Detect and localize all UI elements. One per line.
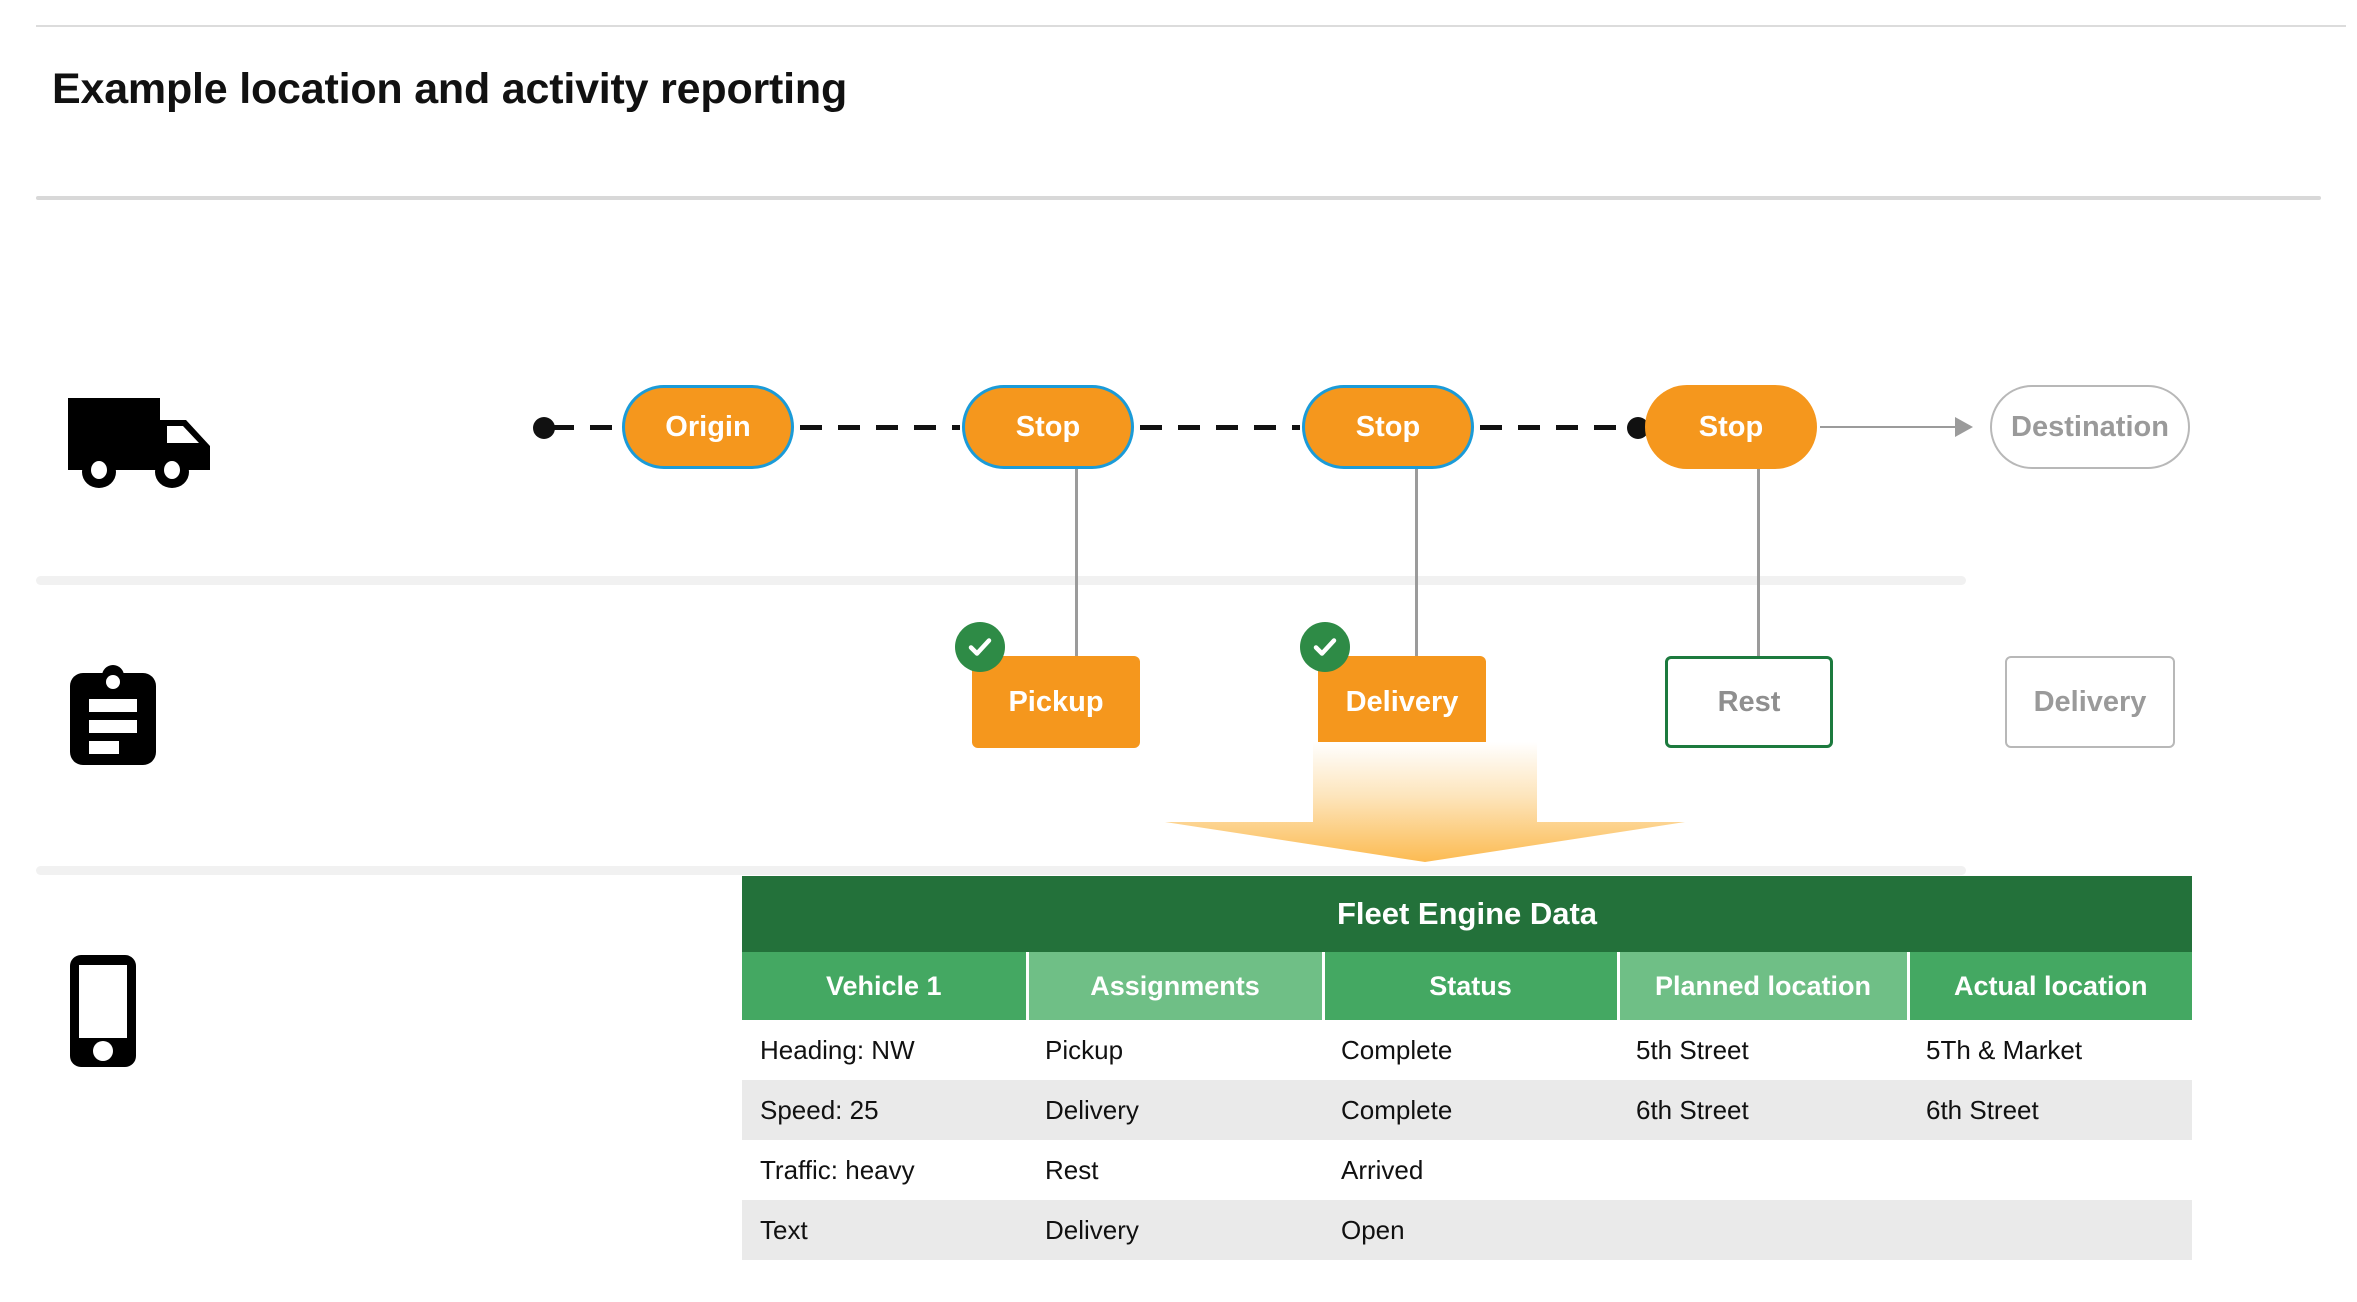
section-divider-vehicle-activity (36, 576, 1966, 585)
table-banner-label: Fleet Engine Data (1336, 896, 1598, 931)
cell-vehicle: Heading: NW (742, 1020, 1027, 1080)
route-node-destination[interactable]: Destination (1990, 385, 2190, 469)
route-dot-before-last-stop (1627, 417, 1649, 439)
truck-icon (68, 398, 218, 493)
column-header-planned-location[interactable]: Planned location (1618, 952, 1910, 1020)
activity-label: Delivery (2033, 685, 2147, 718)
fleet-engine-data-table: Vehicle 1 Assignments Status Planned loc… (742, 952, 2192, 1260)
activity-label: Rest (1717, 685, 1781, 718)
connector-stop2-delivery (1415, 469, 1418, 656)
route-node-label: Stop (1698, 410, 1764, 443)
cell-vehicle: Text (742, 1200, 1027, 1260)
cell-assignment: Delivery (1027, 1080, 1323, 1140)
route-node-stop-2[interactable]: Stop (1302, 385, 1474, 469)
cell-status: Complete (1323, 1080, 1618, 1140)
activity-card-delivery-pending[interactable]: Delivery (2005, 656, 2175, 748)
clipboard-icon (70, 665, 156, 770)
column-header-vehicle[interactable]: Vehicle 1 (742, 952, 1029, 1020)
route-node-label: Origin (665, 410, 751, 443)
cell-actual-location: 6th Street (1908, 1080, 2192, 1140)
column-header-status[interactable]: Status (1323, 952, 1620, 1020)
route-node-stop-1[interactable]: Stop (962, 385, 1134, 469)
cell-status: Complete (1323, 1020, 1618, 1080)
route-node-label: Stop (1355, 410, 1421, 443)
route-arrow-head-icon (1955, 417, 1973, 437)
connector-stop1-pickup (1075, 469, 1078, 656)
cell-status: Arrived (1323, 1140, 1618, 1200)
cell-vehicle: Traffic: heavy (742, 1140, 1027, 1200)
table-banner: Fleet Engine Data (742, 876, 2192, 952)
cell-planned-location: 5th Street (1618, 1020, 1908, 1080)
section-divider-activity-device (36, 866, 1966, 875)
route-dash-3 (1480, 425, 1640, 430)
route-dash-2 (1140, 425, 1300, 430)
cell-status: Open (1323, 1200, 1618, 1260)
table-header-row: Vehicle 1 Assignments Status Planned loc… (742, 952, 2192, 1020)
cell-planned-location: 6th Street (1618, 1080, 1908, 1140)
cell-assignment: Delivery (1027, 1200, 1323, 1260)
cell-assignment: Pickup (1027, 1020, 1323, 1080)
activity-card-pickup[interactable]: Pickup (972, 656, 1140, 748)
cell-planned-location (1618, 1200, 1908, 1260)
top-rule (36, 25, 2346, 27)
fleet-engine-data-panel: Fleet Engine Data Vehicle 1 Assignments … (742, 876, 2192, 1260)
route-start-dot (533, 417, 555, 439)
cell-planned-location (1618, 1140, 1908, 1200)
route-dash-1 (800, 425, 960, 430)
activity-label: Pickup (1008, 685, 1104, 718)
route-arrow-line (1820, 426, 1970, 428)
cell-assignment: Rest (1027, 1140, 1323, 1200)
activity-label: Delivery (1345, 685, 1459, 718)
route-node-label: Stop (1015, 410, 1081, 443)
column-header-actual-location[interactable]: Actual location (1908, 952, 2192, 1020)
activity-card-delivery[interactable]: Delivery (1318, 656, 1486, 748)
cell-actual-location (1908, 1200, 2192, 1260)
title-underline-rule (36, 196, 2321, 200)
page-title: Example location and activity reporting (52, 65, 848, 113)
route-node-label: Destination (2011, 410, 2169, 443)
connector-stop3-rest (1757, 469, 1760, 656)
route-dash-start (552, 425, 624, 430)
table-row: Traffic: heavy Rest Arrived (742, 1140, 2192, 1200)
route-node-origin[interactable]: Origin (622, 385, 794, 469)
check-icon (1300, 622, 1350, 672)
check-icon (955, 622, 1005, 672)
table-row: Text Delivery Open (742, 1200, 2192, 1260)
cell-actual-location (1908, 1140, 2192, 1200)
cell-actual-location: 5Th & Market (1908, 1020, 2192, 1080)
table-row: Speed: 25 Delivery Complete 6th Street 6… (742, 1080, 2192, 1140)
mobile-phone-icon (70, 955, 136, 1072)
flow-down-arrow-icon (1165, 742, 1685, 862)
column-header-assignments[interactable]: Assignments (1027, 952, 1325, 1020)
table-row: Heading: NW Pickup Complete 5th Street 5… (742, 1020, 2192, 1080)
activity-card-rest[interactable]: Rest (1665, 656, 1833, 748)
cell-vehicle: Speed: 25 (742, 1080, 1027, 1140)
route-node-stop-3[interactable]: Stop (1645, 385, 1817, 469)
